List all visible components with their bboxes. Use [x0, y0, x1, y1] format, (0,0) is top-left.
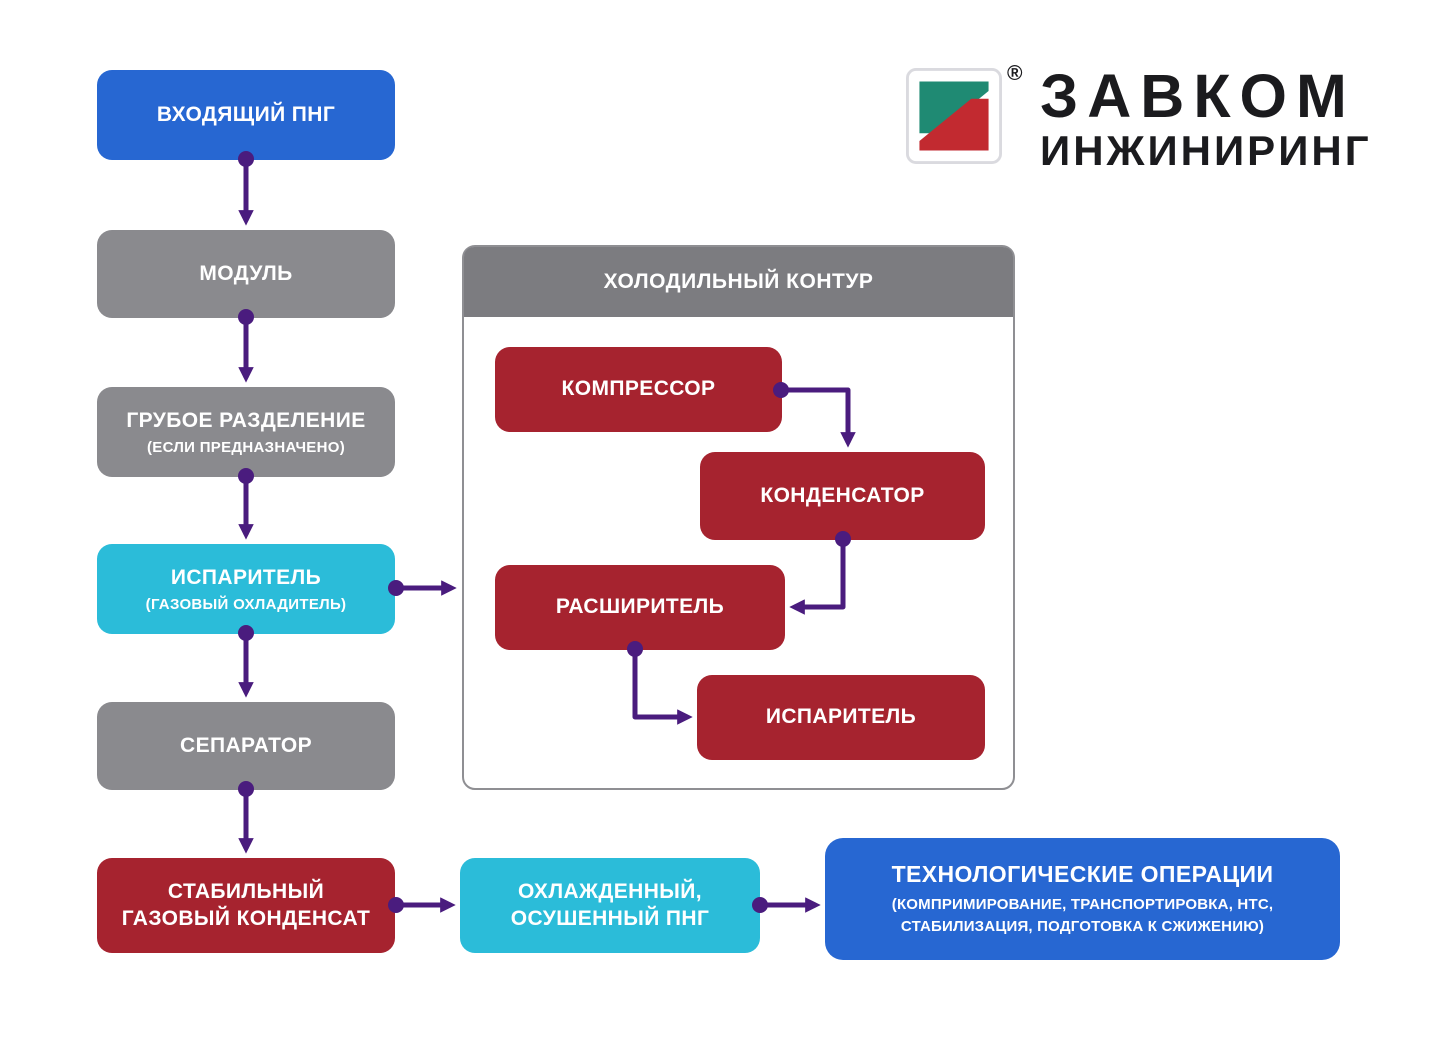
zavkom-z-icon: [906, 68, 1002, 164]
node-expander: РАСШИРИТЕЛЬ: [495, 565, 785, 650]
node-condenser: КОНДЕНСАТОР: [700, 452, 985, 540]
node-module: МОДУЛЬ: [97, 230, 395, 318]
node-compressor: КОМПРЕССОР: [495, 347, 782, 432]
node-sublabel-line2: СТАБИЛИЗАЦИЯ, ПОДГОТОВКА К СЖИЖЕНИЮ): [900, 917, 1265, 935]
node-stable-condensate: СТАБИЛЬНЫЙ ГАЗОВЫЙ КОНДЕНСАТ: [97, 858, 395, 953]
brand-subname: ИНЖИНИРИНГ: [1040, 127, 1372, 174]
node-label: ИСПАРИТЕЛЬ: [170, 565, 322, 589]
node-sublabel: (ГАЗОВЫЙ ОХЛАДИТЕЛЬ): [145, 596, 347, 614]
node-circuit-evaporator: ИСПАРИТЕЛЬ: [697, 675, 985, 760]
logo-text: ЗАВКОМ ИНЖИНИРИНГ: [1040, 66, 1372, 173]
node-sublabel-line1: (КОМПРИМИРОВАНИЕ, ТРАНСПОРТИРОВКА, НТС,: [891, 895, 1274, 913]
registered-mark-icon: ®: [1007, 62, 1023, 85]
node-incoming-png: ВХОДЯЩИЙ ПНГ: [97, 70, 395, 160]
node-label: КОМПРЕССОР: [561, 377, 716, 401]
node-sublabel: (ЕСЛИ ПРЕДНАЗНАЧЕНО): [146, 439, 346, 457]
node-label: ТЕХНОЛОГИЧЕСКИЕ ОПЕРАЦИИ: [891, 860, 1274, 887]
node-separator: СЕПАРАТОР: [97, 702, 395, 790]
node-label: ГРУБОЕ РАЗДЕЛЕНИЕ: [126, 408, 366, 432]
brand-name: ЗАВКОМ: [1040, 62, 1356, 130]
node-label-line1: СТАБИЛЬНЫЙ: [167, 879, 325, 903]
logo: ® ЗАВКОМ ИНЖИНИРИНГ: [906, 62, 1396, 182]
node-gas-evaporator: ИСПАРИТЕЛЬ (ГАЗОВЫЙ ОХЛАДИТЕЛЬ): [97, 544, 395, 634]
node-label: МОДУЛЬ: [199, 261, 293, 285]
node-label-line2: ОСУШЕННЫЙ ПНГ: [510, 906, 710, 930]
node-label: ИСПАРИТЕЛЬ: [765, 705, 917, 729]
node-tech-operations: ТЕХНОЛОГИЧЕСКИЕ ОПЕРАЦИИ (КОМПРИМИРОВАНИ…: [825, 838, 1340, 960]
node-rough-separation: ГРУБОЕ РАЗДЕЛЕНИЕ (ЕСЛИ ПРЕДНАЗНАЧЕНО): [97, 387, 395, 477]
node-sublabel: (КОМПРИМИРОВАНИЕ, ТРАНСПОРТИРОВКА, НТС, …: [892, 894, 1273, 938]
node-label: ВХОДЯЩИЙ ПНГ: [156, 102, 336, 126]
refrigeration-circuit-title: ХОЛОДИЛЬНЫЙ КОНТУР: [464, 247, 1013, 317]
node-cooled-png: ОХЛАЖДЕННЫЙ, ОСУШЕННЫЙ ПНГ: [460, 858, 760, 953]
node-label: КОНДЕНСАТОР: [760, 483, 925, 507]
node-label: РАСШИРИТЕЛЬ: [555, 595, 725, 619]
node-label-line1: ОХЛАЖДЕННЫЙ,: [517, 879, 702, 903]
node-label-line2: ГАЗОВЫЙ КОНДЕНСАТ: [121, 906, 371, 930]
node-label: СЕПАРАТОР: [180, 733, 312, 757]
